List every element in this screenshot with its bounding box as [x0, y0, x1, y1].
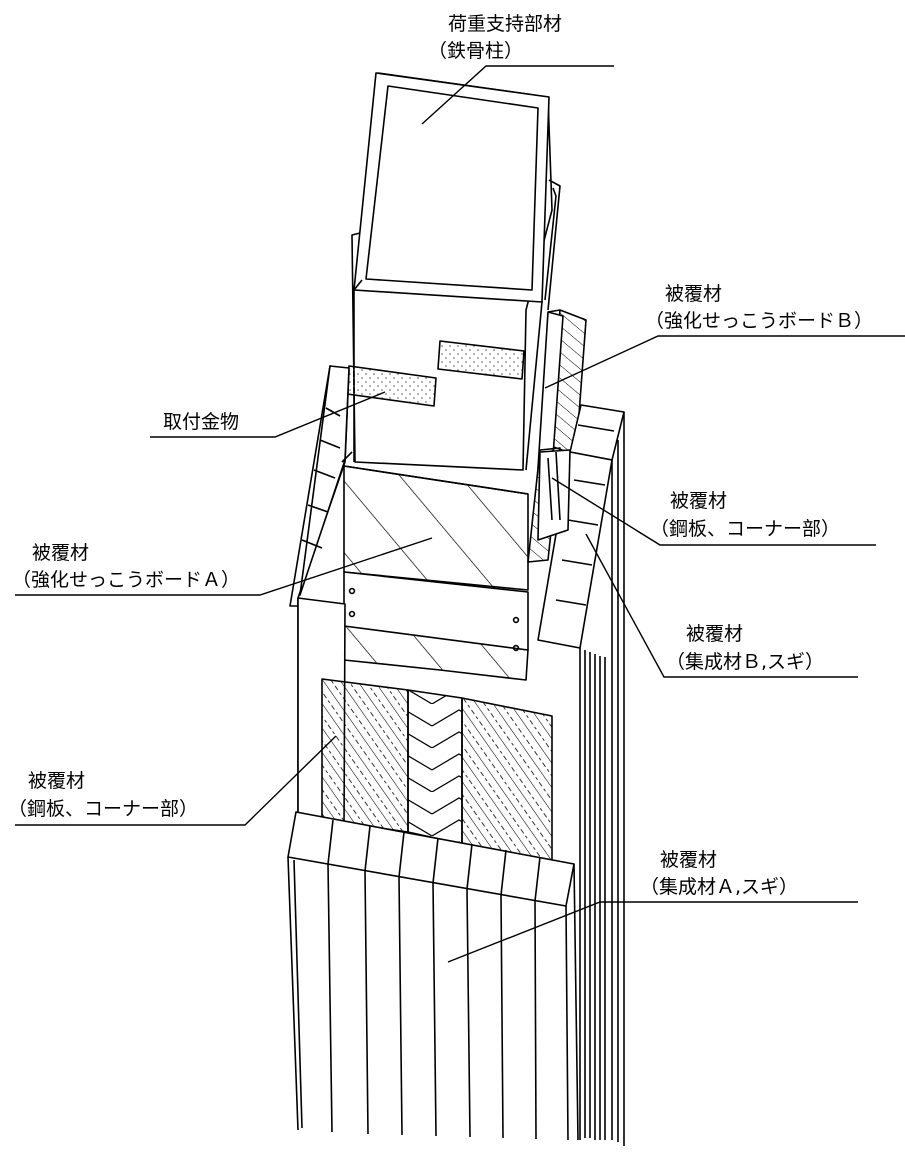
label-board-b-line2: （強化せっこうボードＢ） — [645, 310, 873, 332]
gypsum-board-a-front — [341, 451, 529, 681]
label-steel-corner-upper-line1: 被覆材 — [670, 490, 727, 512]
plate-screws — [348, 587, 520, 652]
leader-glulam-b — [585, 533, 858, 678]
steel-corner-right — [527, 447, 571, 563]
label-load-member-line1: 荷重支持部材 — [448, 13, 562, 35]
leader-steel-corner-upper — [551, 477, 876, 546]
leader-load-member — [421, 65, 614, 125]
label-steel-corner-lower-line1: 被覆材 — [28, 770, 85, 792]
label-glulam-a-line1: 被覆材 — [660, 849, 717, 871]
leader-board-b — [544, 335, 905, 389]
label-board-a-line1: 被覆材 — [32, 542, 89, 564]
label-fitting: 取付金物 — [163, 411, 239, 433]
label-load-member-line2: （鉄骨柱） — [428, 40, 523, 62]
leader-lines — [15, 65, 905, 963]
glulam-b-block — [537, 404, 625, 1146]
leader-fitting — [150, 391, 386, 438]
label-board-b-line1: 被覆材 — [665, 283, 722, 305]
leader-steel-corner-lower — [15, 735, 337, 826]
leader-board-a — [15, 537, 433, 596]
label-glulam-a-line2: （集成材Ａ,スギ） — [640, 876, 798, 898]
label-steel-corner-upper-line2: （鋼板、コーナー部） — [650, 518, 840, 540]
labels: 荷重支持部材 （鉄骨柱） 被覆材 （強化せっこうボードＢ） 取付金物 被覆材 （… — [8, 13, 873, 898]
glulam-a-front — [287, 811, 579, 1141]
steel-column — [351, 72, 561, 471]
gypsum-board-b — [537, 309, 587, 471]
leader-glulam-a — [447, 901, 858, 963]
label-steel-corner-lower-line2: （鋼板、コーナー部） — [8, 798, 198, 820]
label-glulam-b-line1: 被覆材 — [686, 623, 743, 645]
label-glulam-b-line2: （集成材Ｂ,スギ） — [666, 651, 824, 673]
label-board-a-line2: （強化せっこうボードＡ） — [12, 569, 240, 591]
